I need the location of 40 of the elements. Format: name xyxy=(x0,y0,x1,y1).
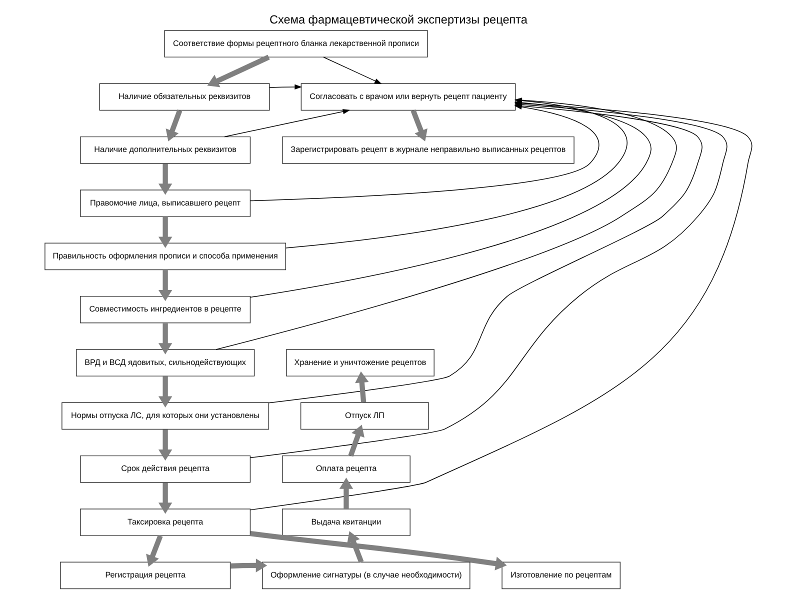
arrow xyxy=(158,216,172,248)
arrow xyxy=(323,56,382,84)
arrow xyxy=(347,531,364,563)
node-box: Отпуск ЛП xyxy=(300,402,429,430)
node-box: Изготовление по рецептам xyxy=(502,562,621,590)
node-box: Выдача квитанции xyxy=(282,508,410,536)
node-box: Правомочие лица, выписавшего рецепт xyxy=(80,190,251,217)
arrow xyxy=(348,424,364,457)
arrow xyxy=(158,429,172,461)
arrow xyxy=(410,110,428,142)
arrow xyxy=(166,110,182,142)
arrow xyxy=(158,323,172,354)
node-box: Наличие обязательных реквизитов xyxy=(99,83,270,111)
arrow xyxy=(146,534,163,567)
arrow xyxy=(158,376,172,408)
node-box: Хранение и уничтожение рецептов xyxy=(286,349,434,376)
arrow xyxy=(158,482,172,514)
arrow xyxy=(339,478,354,509)
node-box: Соответствие формы рецептного бланка лекарственной прописи xyxy=(164,30,428,58)
node-box: Совместимость ингредиентов в рецепте xyxy=(80,296,251,324)
arrow xyxy=(355,371,369,403)
node-box: Регистрация рецепта xyxy=(60,562,231,590)
node-box: Срок действия рецепта xyxy=(80,455,251,483)
node-box: Правильность оформления прописи и способа применения xyxy=(44,242,286,270)
node-box: Оформление сигнатуры (в случае необходимости) xyxy=(262,562,470,590)
arrow xyxy=(230,558,268,572)
node-box: Согласовать с врачом или вернуть рецепт пациенту xyxy=(300,83,516,111)
arrow xyxy=(207,54,270,88)
node-box: Наличие дополнительных реквизитов xyxy=(80,136,251,164)
arrow xyxy=(250,531,507,570)
diagram-title: Схема фармацевтической экспертизы рецепта xyxy=(270,12,528,27)
node-box: Нормы отпуска ЛС, для которых они установлены xyxy=(62,402,270,430)
arrow xyxy=(158,164,172,195)
node-box: Зарегистрировать рецепт в журнале неправильно выписанных рецептов xyxy=(282,136,574,164)
arrow xyxy=(224,109,350,138)
arrow xyxy=(269,84,302,90)
node-box: Таксировка рецепта xyxy=(80,508,251,536)
node-box: ВРД и ВСД ядовитых, сильнодействующих xyxy=(76,349,255,376)
node-box: Оплата рецепта xyxy=(282,455,410,483)
arrow xyxy=(158,270,172,302)
